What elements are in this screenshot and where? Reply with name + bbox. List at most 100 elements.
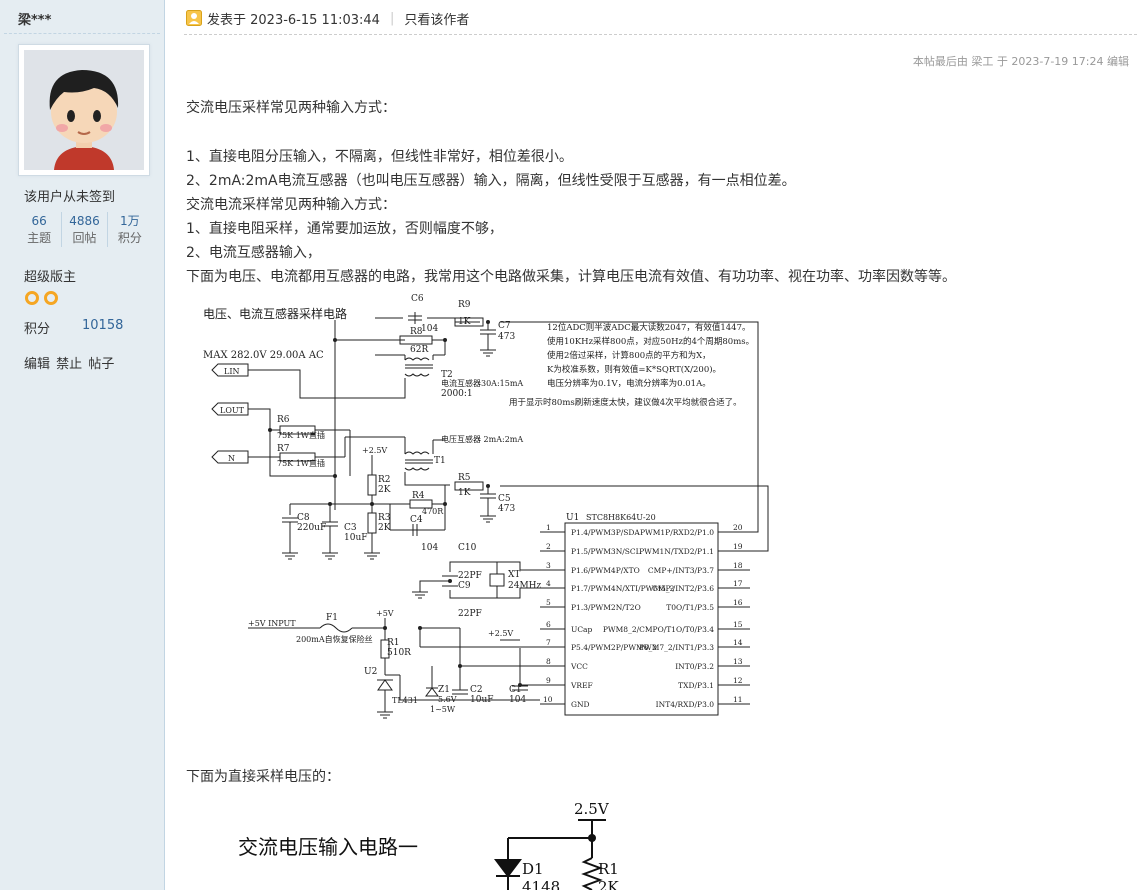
part-desc: 电压互感器 2mA:2mA <box>441 434 523 444</box>
pin-number: 10 <box>543 695 553 704</box>
port-label: LOUT <box>220 406 245 415</box>
pin-name: CMP-/INT2/P3.6 <box>652 584 714 593</box>
part-value: TL431 <box>392 696 418 705</box>
stat-replies[interactable]: 4886 回帖 <box>62 212 108 247</box>
part-value: 1K <box>458 317 471 327</box>
part-label: R5 <box>458 473 471 483</box>
online-status-icon <box>186 10 202 26</box>
pin-number: 18 <box>733 561 743 570</box>
note-line: 使用10KHz采样800点，对应50Hz的4个周期80ms。 <box>547 336 754 347</box>
power-label: +5V INPUT <box>248 619 296 628</box>
divider <box>184 34 1137 35</box>
user-rank[interactable]: 超级版主 <box>24 270 77 285</box>
pin-number: 11 <box>733 695 743 704</box>
note-line: 12位ADC则半波ADC最大读数2047，有效值1447。 <box>547 322 751 333</box>
vref-label: 2.5V <box>574 800 610 818</box>
avatar-image <box>24 50 144 170</box>
only-author-link[interactable]: 只看该作者 <box>404 12 470 28</box>
points-label: 积分 <box>24 322 51 337</box>
pin-number: 20 <box>733 523 743 532</box>
part-value: 510R <box>387 648 411 658</box>
part-value: 470R <box>422 507 444 516</box>
part-label: R8 <box>410 327 423 337</box>
stat-label: 主题 <box>27 231 52 245</box>
pin-name: P1.6/PWM4P/XTO <box>571 566 640 575</box>
pin-name: P1.7/PWM4N/XTI/PWM5_2 <box>571 584 675 593</box>
pin-name: PWM1N/TXD2/P1.1 <box>639 547 714 556</box>
note-line: 用于显示时80ms刷新速度太快，建议做4次平均就很合适了。 <box>509 397 742 408</box>
max-rating: MAX 282.0V 29.00A AC <box>203 350 324 361</box>
pin-name: T0O/T1/P3.5 <box>666 603 714 612</box>
part-label: C8 <box>297 513 310 523</box>
part-label: T1 <box>434 456 446 466</box>
part-label: U1 <box>566 513 579 523</box>
divider <box>4 33 160 34</box>
part-label: C3 <box>344 523 357 533</box>
part-label: D1 <box>522 860 544 878</box>
pin-name: VREF <box>570 681 593 690</box>
part-label: C4 <box>410 515 423 525</box>
pin-number: 6 <box>546 620 551 629</box>
part-label: C10 <box>458 543 477 553</box>
points-value: 10158 <box>82 318 124 333</box>
star-icon <box>25 291 39 305</box>
username[interactable]: 梁*** <box>18 13 52 28</box>
edit-user-link[interactable]: 编辑 <box>24 357 51 372</box>
post-paragraph: 下面为电压、电流都用互感器的电路，我常用这个电路做采集，计算电压电流有效值、有功… <box>186 269 956 285</box>
post-paragraph: 2、电流互感器输入， <box>186 245 321 261</box>
avatar[interactable] <box>18 44 150 176</box>
post-paragraph: 1、直接电阻分压输入，不隔离，但线性非常好，相位差很小。 <box>186 149 573 165</box>
part-label: C6 <box>411 294 424 304</box>
port-label: LIN <box>224 367 239 376</box>
rank-stars <box>24 290 59 306</box>
star-icon <box>44 291 58 305</box>
user-posts-link[interactable]: 帖子 <box>88 357 115 372</box>
part-value: 5.6V <box>438 695 457 704</box>
part-value: 104 <box>421 324 438 334</box>
pin-number: 15 <box>733 620 743 629</box>
part-desc: 电流互感器30A:15mA <box>441 378 523 388</box>
part-label: Z1 <box>438 685 450 695</box>
pin-number: 17 <box>733 579 743 588</box>
pin-number: 4 <box>546 579 551 588</box>
power-label: +2.5V <box>488 629 513 638</box>
part-label: C5 <box>498 494 511 504</box>
part-value: 22PF <box>458 571 482 581</box>
pin-number: 19 <box>733 542 743 551</box>
pin-name: PWM1P/RXD2/P1.0 <box>640 528 714 537</box>
pin-number: 14 <box>733 638 743 647</box>
part-label: C2 <box>470 685 483 695</box>
ban-user-link[interactable]: 禁止 <box>56 357 83 372</box>
port-label: N <box>228 454 235 463</box>
schematic-image-1[interactable]: 电压、电流互感器采样电路 MAX 282.0V 29.00A AC LIN LO… <box>195 292 775 732</box>
post-paragraph: 1、直接电阻采样，通常要加运放，否则幅度不够， <box>186 221 503 237</box>
part-label: U2 <box>364 667 377 677</box>
pin-name: GND <box>571 700 590 709</box>
admin-links: 编辑 禁止 帖子 <box>24 353 116 372</box>
signin-status: 该用户从未签到 <box>24 190 116 205</box>
part-value: 1~5W <box>430 705 456 714</box>
pin-number: 2 <box>546 542 551 551</box>
pin-number: 5 <box>546 598 551 607</box>
post-paragraph: 交流电流采样常见两种输入方式： <box>186 197 396 213</box>
stat-value: 1万 <box>120 214 140 228</box>
power-label: +2.5V <box>362 446 387 455</box>
stat-topics[interactable]: 66 主题 <box>17 212 63 247</box>
pin-name: PWM7_2/INT1/P3.3 <box>639 643 714 652</box>
pin-name: P5.4/PWM2P/PWM6_2 <box>571 643 657 652</box>
part-value: 75K 1W直插 <box>277 430 325 440</box>
part-label: R7 <box>277 444 290 454</box>
part-value: 75K 1W直插 <box>277 458 325 468</box>
part-value: 473 <box>498 332 515 342</box>
part-value: 1K <box>458 488 471 498</box>
part-label: F1 <box>326 613 338 623</box>
post-paragraph: 交流电压采样常见两种输入方式： <box>186 100 396 116</box>
part-label: R2 <box>378 475 391 485</box>
schematic-title: 电压、电流互感器采样电路 <box>203 306 347 321</box>
part-value: 220uF <box>297 523 326 533</box>
user-stats: 66 主题 4886 回帖 1万 积分 <box>17 212 152 247</box>
schematic-image-2[interactable]: 交流电压输入电路一 2.5V D1 4148 R1 2K <box>220 792 640 890</box>
part-label: R1 <box>598 860 619 878</box>
stat-points[interactable]: 1万 积分 <box>108 212 152 247</box>
schematic2-title: 交流电压输入电路一 <box>238 835 418 859</box>
